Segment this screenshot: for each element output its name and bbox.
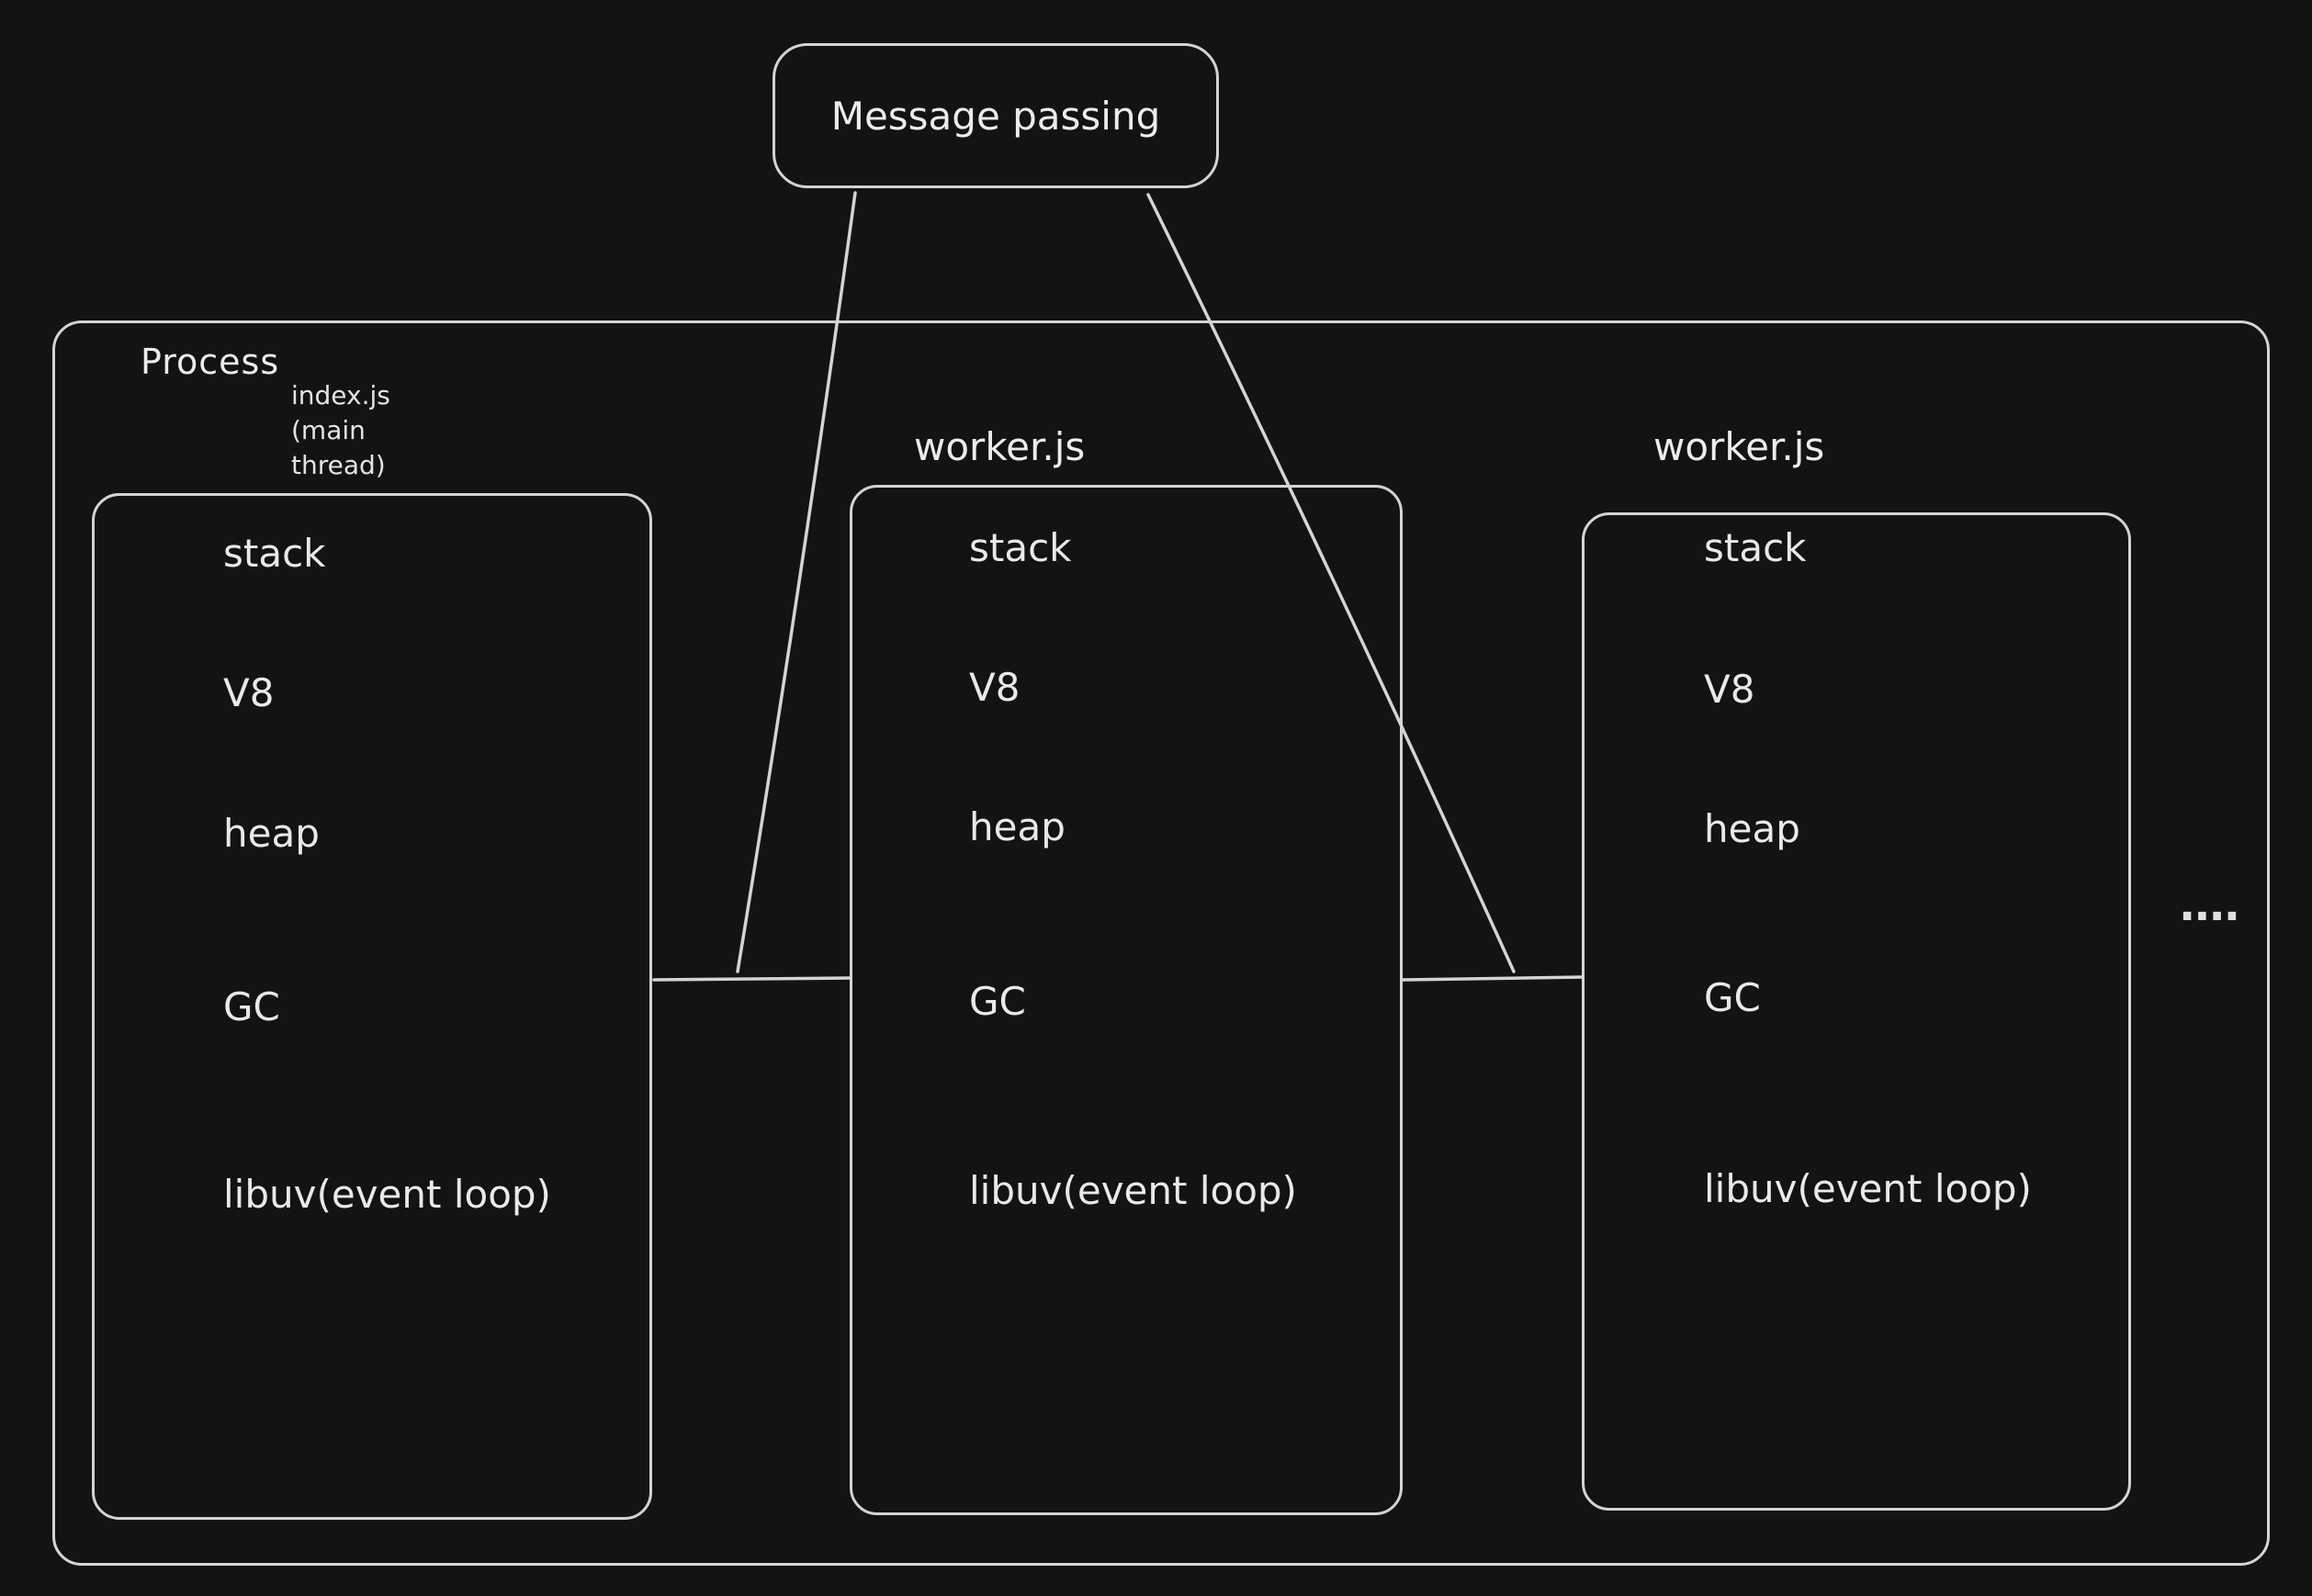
annotation-line-1: index.js xyxy=(291,380,390,410)
thread-item-gc: GC xyxy=(223,984,280,1029)
thread-box-worker-1 xyxy=(850,485,1403,1515)
thread-item-stack: stack xyxy=(223,531,326,576)
thread-item-v8: V8 xyxy=(1704,667,1755,712)
more-workers-ellipsis: .... xyxy=(2179,880,2240,931)
process-box xyxy=(52,320,2270,1566)
thread-box-worker-2 xyxy=(1582,512,2131,1511)
thread-item-libuv: libuv(event loop) xyxy=(1704,1166,2032,1211)
thread-item-v8: V8 xyxy=(223,670,275,715)
thread-item-gc: GC xyxy=(969,979,1026,1024)
process-label: Process xyxy=(141,342,280,382)
main-thread-annotation: index.js (main thread) xyxy=(291,378,390,483)
message-passing-box: Message passing xyxy=(773,43,1219,188)
thread-item-stack: stack xyxy=(969,525,1072,570)
thread-box-main xyxy=(92,493,652,1520)
thread-item-v8: V8 xyxy=(969,665,1021,710)
thread-item-heap: heap xyxy=(969,804,1066,849)
thread-item-stack: stack xyxy=(1704,525,1807,570)
worker2-title: worker.js xyxy=(1653,424,1825,469)
thread-item-libuv: libuv(event loop) xyxy=(969,1168,1297,1213)
annotation-line-2: (main xyxy=(291,415,366,445)
thread-item-gc: GC xyxy=(1704,975,1761,1020)
message-passing-label: Message passing xyxy=(830,93,1161,139)
thread-item-libuv: libuv(event loop) xyxy=(223,1172,551,1217)
thread-item-heap: heap xyxy=(1704,806,1800,851)
thread-item-heap: heap xyxy=(223,811,320,856)
worker1-title: worker.js xyxy=(914,424,1086,469)
annotation-line-3: thread) xyxy=(291,450,386,480)
